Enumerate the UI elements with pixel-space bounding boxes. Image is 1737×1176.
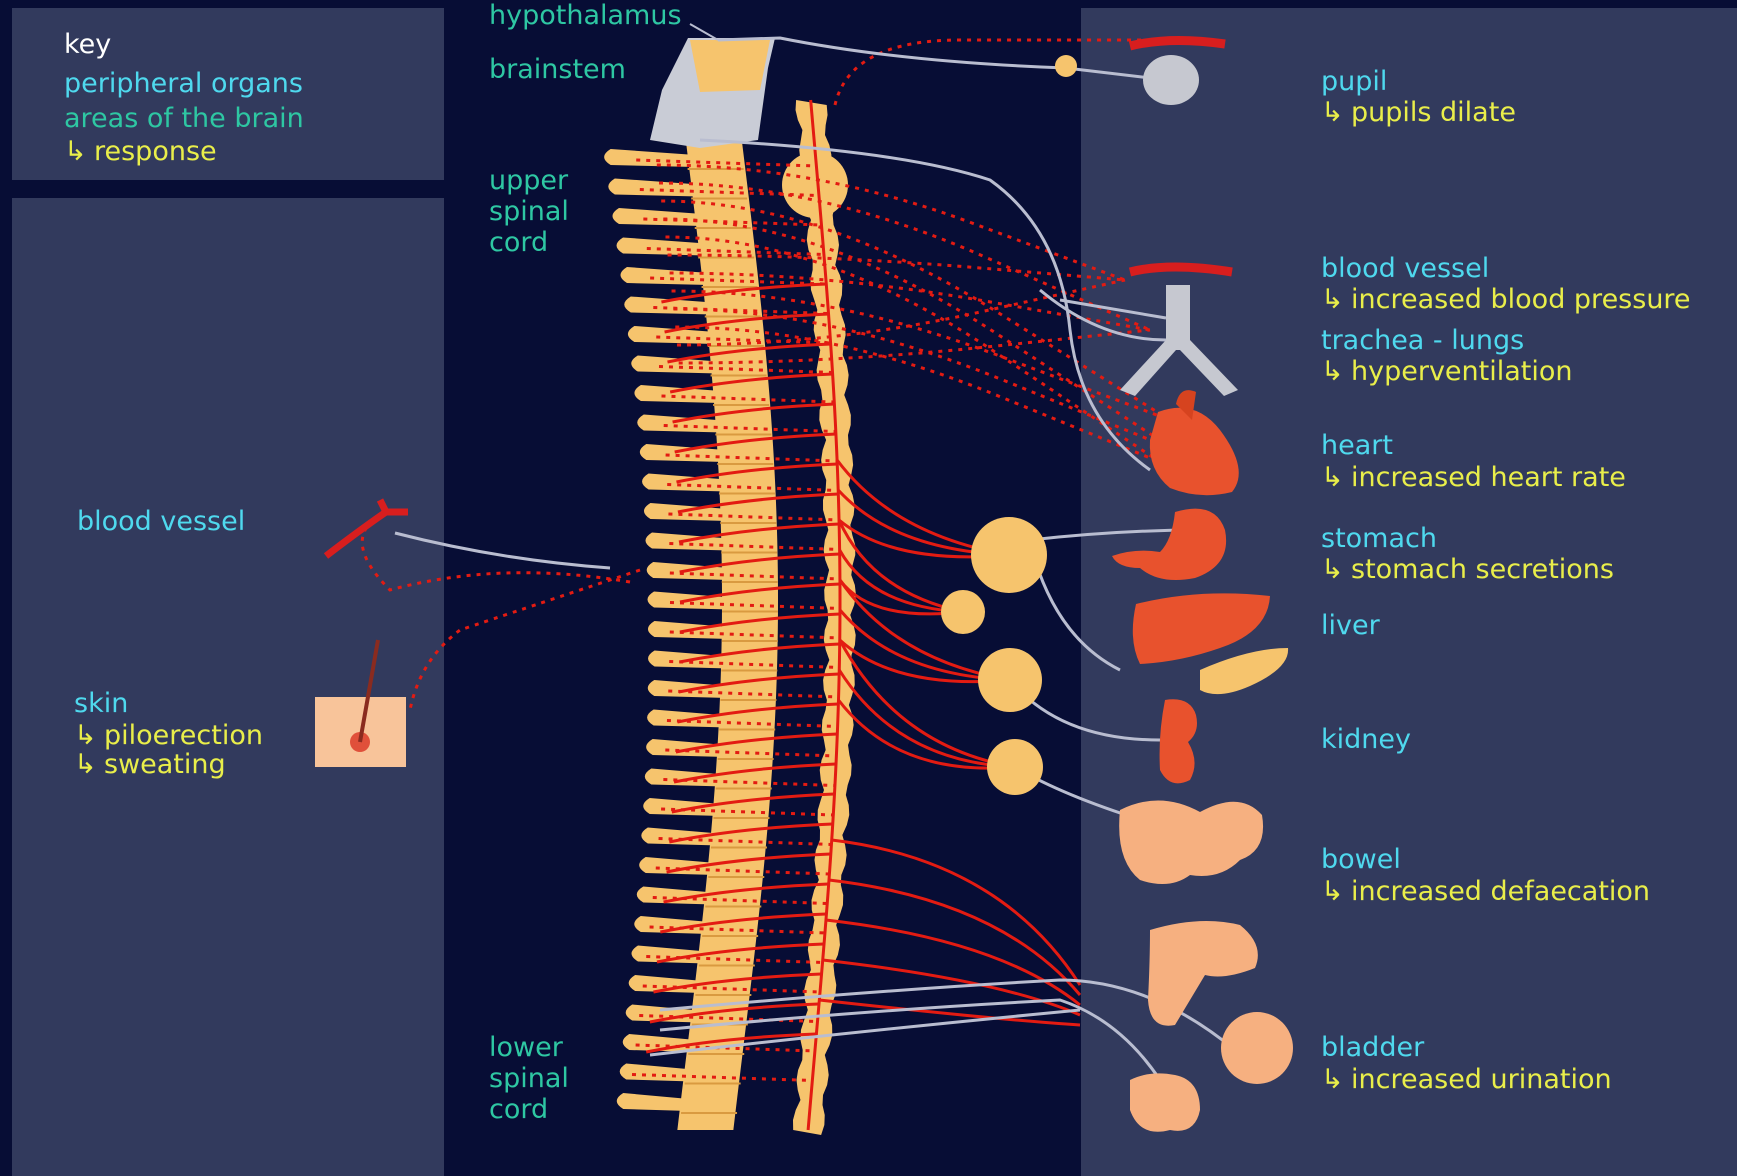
key-areas-of-brain: areas of the brain <box>64 103 304 135</box>
pupil-organ <box>1130 40 1225 105</box>
ganglion-mesenteric <box>978 648 1042 712</box>
ganglia <box>941 55 1077 795</box>
hypothalamus-pointer <box>690 24 718 40</box>
vertebra-process <box>634 385 721 403</box>
arrow-icon: ↳ <box>64 136 94 168</box>
vertebra-process <box>646 739 726 757</box>
blood-vessel-upper-icon <box>1130 267 1232 272</box>
vertebra-process <box>643 798 721 816</box>
key-title: key <box>64 29 111 61</box>
upper-spinal-cord-line-2: spinal <box>489 196 569 228</box>
vertebra-process <box>604 149 696 167</box>
vertebra-process <box>647 710 727 728</box>
vertebra-process <box>628 326 716 344</box>
heart-response: ↳increased heart rate <box>1321 462 1626 494</box>
key-response: ↳response <box>64 136 217 168</box>
pancreas-icon <box>1200 648 1288 694</box>
eye-icon <box>1143 55 1199 105</box>
lower-spinal-cord-line-3: cord <box>489 1094 548 1126</box>
ganglion-inferior <box>987 739 1043 795</box>
kidney-icon <box>1160 699 1197 783</box>
heart-icon <box>1150 390 1239 495</box>
upper-spinal-cord-line-1: upper <box>489 165 568 197</box>
gray-nerve <box>718 38 1150 78</box>
bowel-icon <box>1119 800 1263 884</box>
arrow-icon: ↳ <box>1321 1064 1351 1096</box>
arrow-icon: ↳ <box>1321 97 1351 129</box>
arrow-icon: ↳ <box>1321 462 1351 494</box>
stomach-icon <box>1112 509 1226 580</box>
bowel-response: ↳increased defaecation <box>1321 876 1650 908</box>
vertebra-process <box>631 356 718 374</box>
pupil-nerve <box>835 40 1190 105</box>
gray-nerve <box>395 533 610 568</box>
vertebra-process <box>612 208 702 226</box>
vertebra-process <box>620 1064 693 1082</box>
blood-vessel-response: ↳increased blood pressure <box>1321 284 1691 316</box>
vertebra-process <box>617 1093 689 1111</box>
key-response-label: response <box>94 136 217 167</box>
pupil-label: pupil <box>1321 66 1387 98</box>
trachea-label: trachea - lungs <box>1321 325 1524 357</box>
vertebra-process <box>617 238 707 256</box>
pupil-blood-vessel-icon <box>1130 40 1225 46</box>
bowel-label: bowel <box>1321 844 1401 876</box>
left-vessel-nerve <box>362 515 630 590</box>
vertebra-process <box>620 267 709 285</box>
upper-spinal-cord-line-3: cord <box>489 227 548 259</box>
bladder-response: ↳increased urination <box>1321 1064 1612 1096</box>
arrow-icon: ↳ <box>1321 356 1351 388</box>
skin-response-1: ↳piloerection <box>74 720 263 752</box>
blood-vessel-left-icon <box>326 500 408 556</box>
arrow-icon: ↳ <box>1321 284 1351 316</box>
heart-label: heart <box>1321 430 1393 462</box>
arrow-icon: ↳ <box>1321 554 1351 586</box>
lower-spinal-cord-line-1: lower <box>489 1032 563 1064</box>
stomach-label: stomach <box>1321 523 1437 555</box>
skin-icon <box>315 640 406 767</box>
genitals-icon <box>1130 1073 1200 1131</box>
arrow-icon: ↳ <box>1321 876 1351 908</box>
hypothalamus-label: hypothalamus <box>489 0 682 32</box>
left-skin-nerve <box>410 570 640 710</box>
pupil-response: ↳pupils dilate <box>1321 97 1516 129</box>
trachea-response: ↳hyperventilation <box>1321 356 1573 388</box>
vertebra-process <box>645 769 724 787</box>
stomach-response: ↳stomach secretions <box>1321 554 1614 586</box>
arrow-icon: ↳ <box>74 749 104 781</box>
arrow-icon: ↳ <box>74 720 104 752</box>
trachea-lungs-icon <box>1120 285 1238 396</box>
colon-icon <box>1148 921 1258 1026</box>
left-blood-vessel-label: blood vessel <box>77 506 245 538</box>
blood-vessel-label: blood vessel <box>1321 253 1489 285</box>
kidney-label: kidney <box>1321 724 1411 756</box>
skin-label: skin <box>74 688 128 720</box>
liver-icon <box>1133 593 1288 694</box>
vertebra-process <box>637 415 723 433</box>
brainstem-label: brainstem <box>489 54 626 86</box>
key-peripheral-organs: peripheral organs <box>64 68 303 100</box>
liver-label: liver <box>1321 610 1380 642</box>
pelvic-nerve <box>832 840 1080 985</box>
brainstem-bone <box>690 40 770 92</box>
ganglion-ciliary <box>1055 55 1077 77</box>
bladder-label: bladder <box>1321 1032 1424 1064</box>
skin-response-2: ↳sweating <box>74 749 226 781</box>
lower-spinal-cord-line-2: spinal <box>489 1063 569 1095</box>
vertebra-process <box>608 179 699 197</box>
ganglion-small <box>941 590 985 634</box>
gray-nerve <box>1035 560 1120 670</box>
ganglion-celiac <box>971 517 1047 593</box>
bladder-icon <box>1221 1012 1293 1084</box>
